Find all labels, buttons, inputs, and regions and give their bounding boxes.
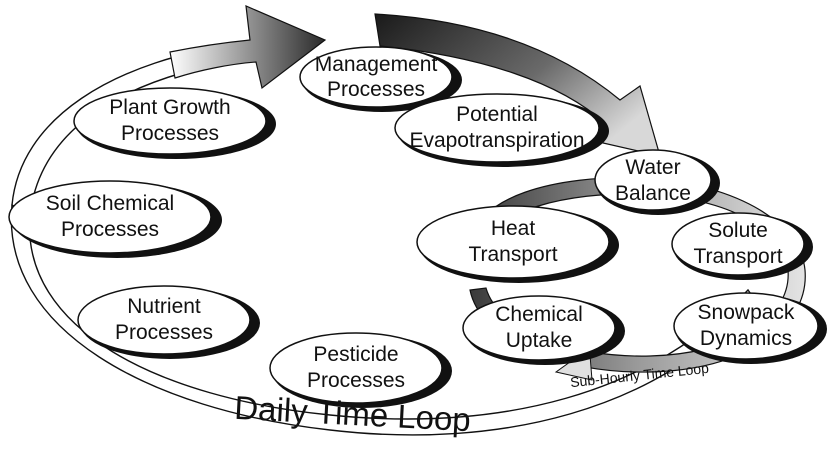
pesticide-label-line1: Pesticide xyxy=(313,343,398,366)
daily-loop-ribbon xyxy=(10,5,756,436)
plant-growth-label-line1: Plant Growth xyxy=(109,96,230,119)
solute-transport-label-line2: Transport xyxy=(693,245,782,268)
heat-transport-label-line2: Transport xyxy=(468,243,557,266)
water-balance-label-line2: Balance xyxy=(615,182,691,205)
solute-transport-label-line1: Solute xyxy=(708,219,768,242)
node-nutrient-processes: Nutrient Processes xyxy=(77,285,260,359)
management-label-line2: Processes xyxy=(327,78,425,101)
node-management-processes: Management Processes xyxy=(299,46,462,112)
plant-growth-label-line2: Processes xyxy=(121,122,219,145)
pesticide-label-line2: Processes xyxy=(307,369,405,392)
water-balance-label-line1: Water xyxy=(625,156,680,179)
node-water-balance: Water Balance xyxy=(594,149,720,215)
node-soil-chemical-processes: Soil Chemical Processes xyxy=(8,180,222,258)
node-heat-transport: Heat Transport xyxy=(416,205,619,283)
node-solute-transport: Solute Transport xyxy=(671,212,813,280)
snowpack-label-line2: Dynamics xyxy=(700,327,792,350)
heat-transport-label-line1: Heat xyxy=(491,217,536,240)
management-label-line1: Management xyxy=(315,53,438,76)
potential-et-label-line1: Potential xyxy=(456,103,538,126)
nutrient-label-line1: Nutrient xyxy=(127,295,201,318)
node-snowpack-dynamics: Snowpack Dynamics xyxy=(673,292,827,364)
nutrient-label-line2: Processes xyxy=(115,321,213,344)
node-plant-growth-processes: Plant Growth Processes xyxy=(73,87,276,159)
soil-chemical-label-line2: Processes xyxy=(61,218,159,241)
node-pesticide-processes: Pesticide Processes xyxy=(269,332,452,408)
snowpack-label-line1: Snowpack xyxy=(698,301,795,324)
daily-loop-label: Daily Time Loop xyxy=(233,389,471,438)
soil-chemical-label-line1: Soil Chemical xyxy=(46,192,174,215)
potential-et-label-line2: Evapotranspiration xyxy=(409,129,584,152)
node-potential-evapotranspiration: Potential Evapotranspiration xyxy=(394,93,609,167)
node-chemical-uptake: Chemical Uptake xyxy=(462,295,625,365)
chemical-uptake-label-line2: Uptake xyxy=(506,329,573,352)
chemical-uptake-label-line1: Chemical xyxy=(495,303,583,326)
